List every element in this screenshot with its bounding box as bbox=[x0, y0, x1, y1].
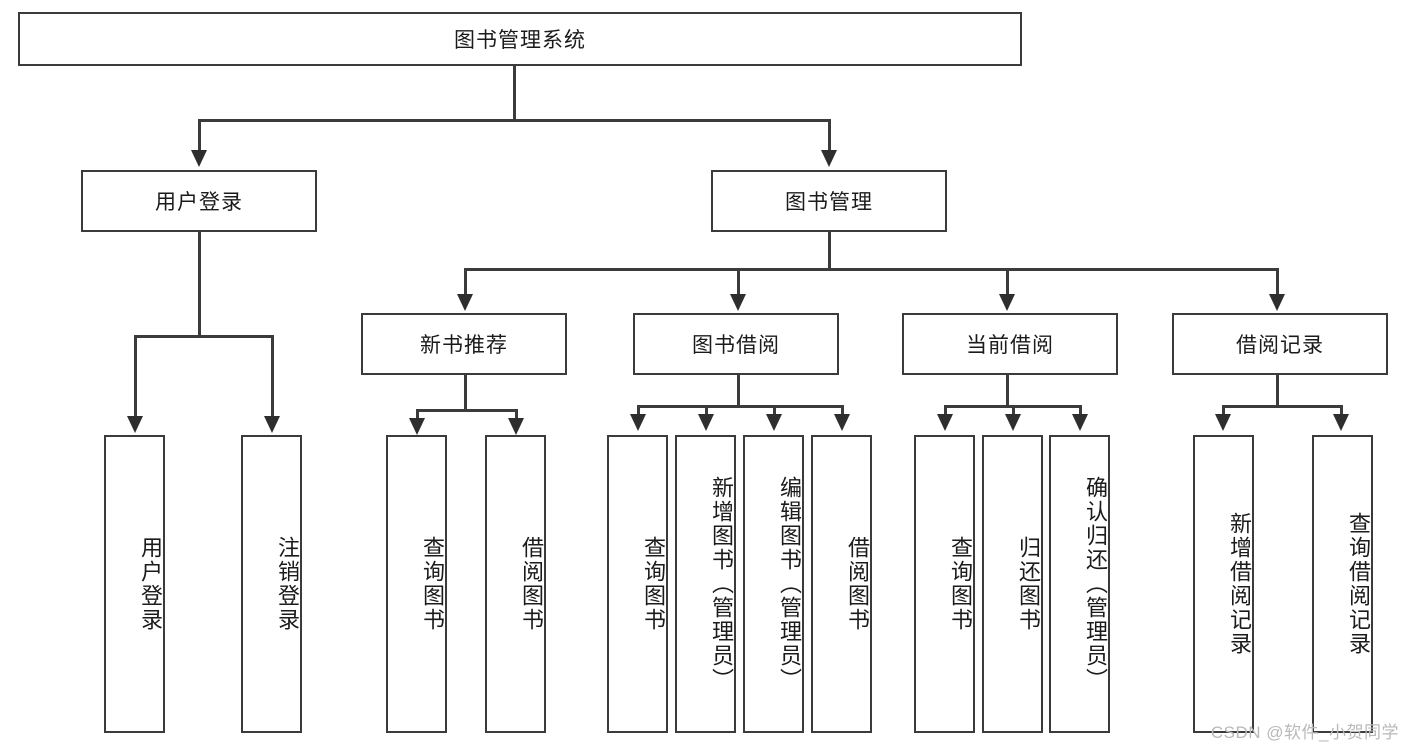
arrow-to-bb-leaf-1 bbox=[630, 414, 646, 431]
arrow-to-cb-leaf-1 bbox=[937, 414, 953, 431]
node-current-borrow[interactable]: 当前借阅 bbox=[902, 313, 1118, 375]
connector-drop-bb-leaf-2 bbox=[705, 405, 708, 417]
leaf-logout[interactable]: 注销登录 bbox=[241, 435, 302, 733]
node-label: 图书管理系统 bbox=[454, 29, 586, 52]
connector-user-login-stem bbox=[198, 232, 201, 337]
connector-borrow-records-stem bbox=[1276, 375, 1279, 407]
leaf-return-book[interactable]: 归还图书 bbox=[982, 435, 1043, 733]
leaf-label: 确认归还（管理员） bbox=[1083, 476, 1108, 692]
arrow-to-user-login bbox=[191, 150, 207, 167]
connector-new-book-stem bbox=[464, 375, 467, 411]
connector-drop-br-leaf-1 bbox=[1222, 405, 1225, 417]
arrow-to-bb-leaf-4 bbox=[834, 414, 850, 431]
leaf-query-book-borrow[interactable]: 查询图书 bbox=[607, 435, 668, 733]
connector-drop-bb-leaf-1 bbox=[637, 405, 640, 417]
node-label: 图书借阅 bbox=[692, 334, 780, 357]
connector-book-borrow-bus bbox=[637, 405, 842, 408]
leaf-confirm-return-admin[interactable]: 确认归还（管理员） bbox=[1049, 435, 1110, 733]
node-label: 用户登录 bbox=[155, 191, 243, 214]
leaf-label: 编辑图书（管理员） bbox=[777, 476, 802, 692]
leaf-label: 新增图书（管理员） bbox=[709, 476, 734, 692]
leaf-label: 用户登录 bbox=[138, 536, 163, 632]
connector-drop-leaf-user-login bbox=[134, 335, 137, 418]
connector-drop-cb-leaf-2 bbox=[1012, 405, 1015, 417]
connector-drop-bb-leaf-4 bbox=[841, 405, 844, 417]
leaf-label: 查询借阅记录 bbox=[1346, 512, 1371, 656]
arrow-to-br-leaf-2 bbox=[1333, 414, 1349, 431]
connector-drop-book-management bbox=[828, 119, 831, 152]
node-root-book-management-system[interactable]: 图书管理系统 bbox=[18, 12, 1022, 66]
connector-top-bus bbox=[198, 119, 831, 122]
leaf-label: 借阅图书 bbox=[845, 536, 870, 632]
connector-drop-cb-leaf-1 bbox=[944, 405, 947, 417]
arrow-to-book-management bbox=[821, 150, 837, 167]
connector-book-borrow-stem bbox=[737, 375, 740, 407]
connector-drop-new-book bbox=[464, 268, 467, 296]
arrow-to-new-book-recommend bbox=[457, 294, 473, 311]
leaf-add-borrow-record[interactable]: 新增借阅记录 bbox=[1193, 435, 1254, 733]
leaf-label: 归还图书 bbox=[1016, 536, 1041, 632]
connector-drop-book-borrow bbox=[737, 268, 740, 296]
arrow-to-leaf-logout bbox=[264, 416, 280, 433]
connector-drop-borrow-records bbox=[1276, 268, 1279, 296]
connector-drop-user-login bbox=[198, 119, 201, 152]
leaf-label: 查询图书 bbox=[420, 536, 445, 632]
leaf-user-login[interactable]: 用户登录 bbox=[104, 435, 165, 733]
leaf-query-book-current[interactable]: 查询图书 bbox=[914, 435, 975, 733]
connector-level3-bus bbox=[464, 268, 1278, 271]
node-label: 图书管理 bbox=[785, 191, 873, 214]
leaf-borrow-book-recommend[interactable]: 借阅图书 bbox=[485, 435, 546, 733]
arrow-to-br-leaf-1 bbox=[1215, 414, 1231, 431]
node-user-login[interactable]: 用户登录 bbox=[81, 170, 317, 232]
connector-drop-br-leaf-2 bbox=[1340, 405, 1343, 417]
connector-user-login-bus bbox=[134, 335, 273, 338]
arrow-to-book-borrow bbox=[730, 294, 746, 311]
node-new-book-recommend[interactable]: 新书推荐 bbox=[361, 313, 567, 375]
connector-new-book-bus bbox=[416, 409, 518, 412]
node-book-management[interactable]: 图书管理 bbox=[711, 170, 947, 232]
leaf-add-book-admin[interactable]: 新增图书（管理员） bbox=[675, 435, 736, 733]
leaf-label: 注销登录 bbox=[275, 536, 300, 632]
arrow-to-leaf-user-login bbox=[127, 416, 143, 433]
connector-drop-nb-leaf-1 bbox=[416, 409, 419, 421]
connector-book-management-stem bbox=[828, 232, 831, 270]
connector-drop-bb-leaf-3 bbox=[773, 405, 776, 417]
arrow-to-nb-leaf-1 bbox=[409, 418, 425, 435]
leaf-query-book-recommend[interactable]: 查询图书 bbox=[386, 435, 447, 733]
node-label: 当前借阅 bbox=[966, 334, 1054, 357]
node-label: 新书推荐 bbox=[420, 334, 508, 357]
leaf-query-borrow-record[interactable]: 查询借阅记录 bbox=[1312, 435, 1373, 733]
leaf-label: 借阅图书 bbox=[519, 536, 544, 632]
leaf-borrow-book[interactable]: 借阅图书 bbox=[811, 435, 872, 733]
arrow-to-nb-leaf-2 bbox=[508, 418, 524, 435]
leaf-label: 查询图书 bbox=[641, 536, 666, 632]
node-book-borrow[interactable]: 图书借阅 bbox=[633, 313, 839, 375]
arrow-to-current-borrow bbox=[999, 294, 1015, 311]
arrow-to-cb-leaf-3 bbox=[1072, 414, 1088, 431]
connector-root-stem bbox=[513, 66, 516, 120]
csdn-watermark: CSDN @软件_小贺同学 bbox=[1210, 723, 1399, 742]
leaf-edit-book-admin[interactable]: 编辑图书（管理员） bbox=[743, 435, 804, 733]
node-label: 借阅记录 bbox=[1236, 334, 1324, 357]
arrow-to-bb-leaf-2 bbox=[698, 414, 714, 431]
leaf-label: 查询图书 bbox=[948, 536, 973, 632]
arrow-to-borrow-records bbox=[1269, 294, 1285, 311]
connector-borrow-records-bus bbox=[1222, 405, 1342, 408]
arrow-to-bb-leaf-3 bbox=[766, 414, 782, 431]
arrow-to-cb-leaf-2 bbox=[1005, 414, 1021, 431]
node-borrow-records[interactable]: 借阅记录 bbox=[1172, 313, 1388, 375]
connector-drop-current-borrow bbox=[1006, 268, 1009, 296]
leaf-label: 新增借阅记录 bbox=[1227, 512, 1252, 656]
connector-drop-leaf-logout bbox=[271, 335, 274, 418]
connector-current-borrow-stem bbox=[1006, 375, 1009, 407]
connector-drop-nb-leaf-2 bbox=[515, 409, 518, 421]
connector-drop-cb-leaf-3 bbox=[1079, 405, 1082, 417]
